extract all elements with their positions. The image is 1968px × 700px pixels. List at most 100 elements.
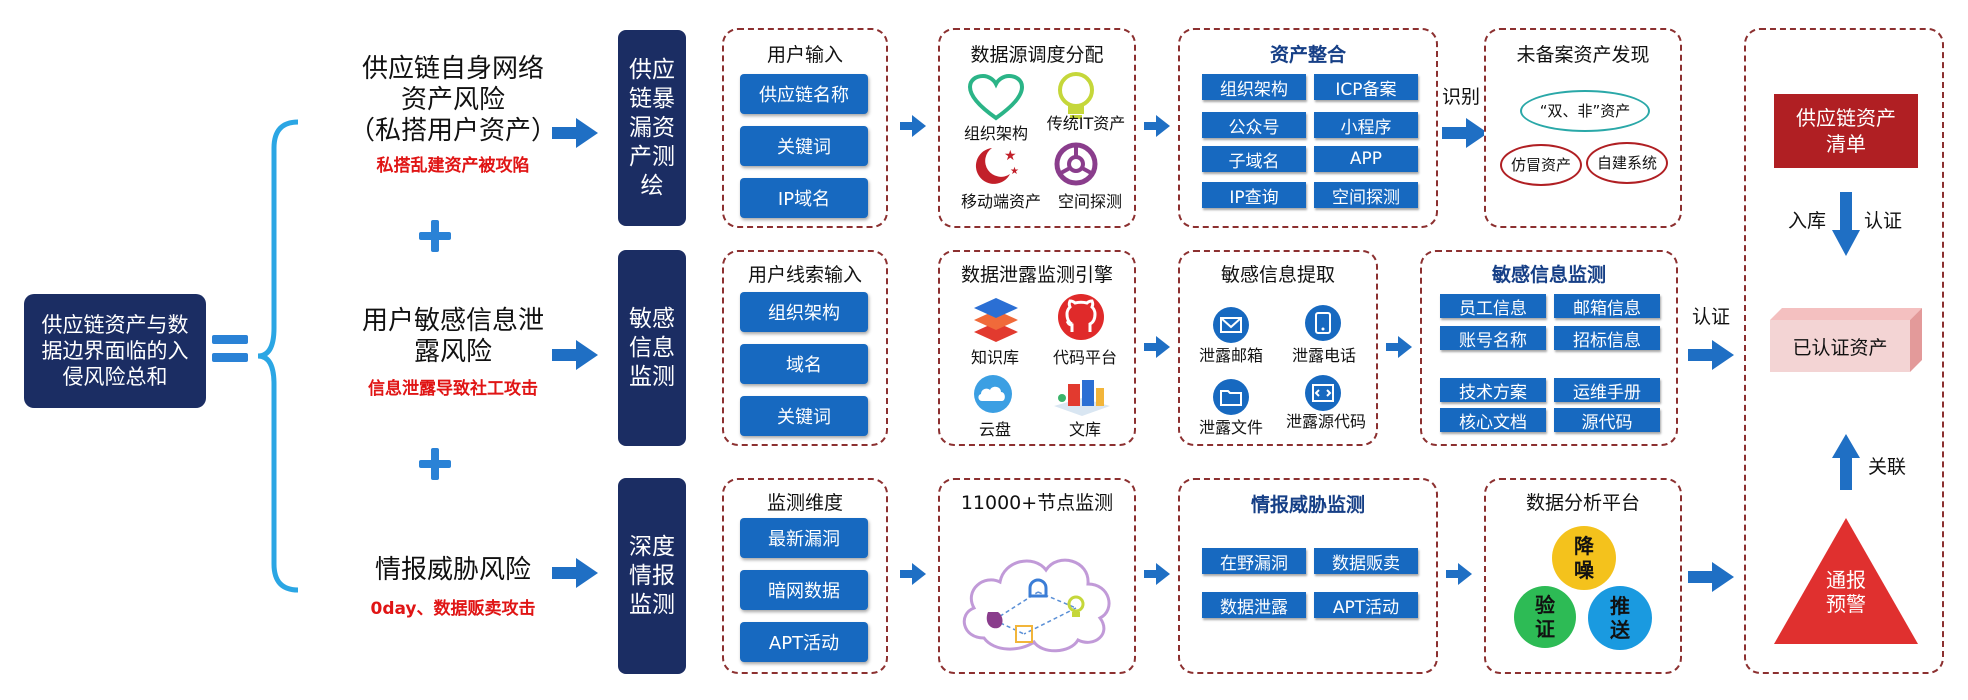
- panel-user-input: 用户输入 供应链名称 关键词 IP域名: [722, 28, 888, 228]
- dimension-item: APT活动: [740, 622, 868, 662]
- svg-text:★: ★: [1010, 166, 1019, 177]
- phone-icon: [1305, 305, 1341, 341]
- risk-1-title-line2: 资产风险: [400, 85, 505, 115]
- dimension-item: 暗网数据: [740, 570, 868, 610]
- counterfeit-asset-oval: 仿冒资产: [1500, 144, 1582, 186]
- risk-1: 供应链自身网络 资产风险 （私搭用户资产） 私搭乱建资产被攻陷: [300, 54, 606, 176]
- root-risk-box: 供应链资产与数据边界面临的入侵风险总和: [24, 294, 206, 408]
- sensitive-tag: 运维手册: [1554, 378, 1660, 403]
- icon-caption: 泄露源代码: [1285, 412, 1366, 431]
- store-label: 入库: [1788, 210, 1827, 232]
- alert-label: 通报预警: [1826, 568, 1866, 616]
- category-sensitive-monitoring-label: 敏感信息监测: [629, 305, 675, 390]
- panel-title: 未备案资产发现: [1516, 44, 1650, 66]
- self-built-system-oval: 自建系统: [1586, 142, 1668, 184]
- verify-label: 认证: [1692, 306, 1731, 328]
- risk-2-title-line1: 用户敏感信息泄: [361, 306, 544, 336]
- input-item: 关键词: [740, 126, 868, 166]
- risk-3-title: 情报威胁风险: [374, 555, 531, 585]
- asset-tag: ICP备案: [1314, 74, 1418, 100]
- link-label: 关联: [1868, 456, 1907, 478]
- sensitive-tag: 核心文档: [1440, 408, 1546, 433]
- alert-triangle: [1774, 518, 1918, 644]
- verify-circle-label: 验证: [1535, 593, 1555, 641]
- panel-asset-integration: 资产整合 组织架构 ICP备案 公众号 小程序 子域名 APP IP查询 空间探…: [1178, 28, 1438, 228]
- sensitive-tag: 招标信息: [1554, 326, 1660, 351]
- risk-3: 情报威胁风险 0day、数据贩卖攻击: [300, 555, 606, 619]
- arrow-right-icon: [900, 115, 926, 137]
- icon-caption: 云盘: [978, 420, 1011, 439]
- panel-title: 数据分析平台: [1525, 492, 1640, 514]
- arrow-up-icon: [1832, 434, 1860, 490]
- input-item: IP域名: [740, 178, 868, 218]
- identify-label: 识别: [1442, 86, 1481, 108]
- icon-caption: 代码平台: [1052, 348, 1117, 367]
- intel-tag: 数据贩卖: [1314, 548, 1418, 574]
- input-item: 供应链名称: [740, 74, 868, 114]
- panel-sensitive-extract: 敏感信息提取 泄露邮箱 泄露电话 泄露文件 泄露源代码: [1178, 250, 1378, 446]
- panel-title: 情报威胁监测: [1250, 494, 1365, 516]
- panel-title: 敏感信息监测: [1491, 264, 1606, 286]
- certified-box: [1770, 308, 1922, 372]
- network-ring-icon: [1054, 142, 1098, 186]
- icon-caption: 泄露电话: [1291, 346, 1356, 365]
- risk-3-subtitle: 0day、数据贩卖攻击: [370, 599, 536, 619]
- risk-2-subtitle: 信息泄露导致社工攻击: [368, 379, 538, 399]
- arrow-right-icon: [552, 340, 598, 370]
- panel-leak-engine: 数据泄露监测引擎 知识库 代码平台 云盘 文库: [938, 250, 1136, 446]
- push-label: 推送: [1610, 594, 1630, 642]
- root-risk-label: 供应链资产与数据边界面临的入侵风险总和: [41, 313, 189, 389]
- icon-caption: 移动端资产: [960, 192, 1041, 211]
- icon-caption: 文库: [1068, 420, 1101, 439]
- arrow-right-icon: [1144, 336, 1170, 358]
- arrow-right-icon: [552, 558, 598, 588]
- panel-title: 11000+节点监测: [960, 492, 1114, 514]
- lightbulb-icon: [1058, 72, 1094, 119]
- svg-text:★: ★: [1004, 148, 1017, 164]
- github-icon: [1058, 294, 1104, 340]
- panel-title: 监测维度: [766, 492, 843, 514]
- sensitive-tag: 源代码: [1554, 408, 1660, 433]
- icon-caption: 传统IT资产: [1046, 114, 1126, 133]
- denoise-label: 降噪: [1574, 534, 1594, 582]
- input-item: 关键词: [740, 396, 868, 436]
- asset-tag: IP查询: [1202, 182, 1306, 208]
- library-icon: [1054, 380, 1110, 416]
- arrow-right-icon: [900, 563, 926, 585]
- arrow-right-icon: [1442, 118, 1488, 148]
- panel-dispatch: 数据源调度分配 组织架构 传统IT资产 ★ ★ 移动端资产 空间探测: [938, 28, 1136, 228]
- intel-tag: APT活动: [1314, 592, 1418, 618]
- sensitive-tag: 技术方案: [1440, 378, 1546, 403]
- panel-title: 数据源调度分配: [970, 44, 1104, 66]
- icon-caption: 知识库: [970, 348, 1019, 367]
- arrow-right-icon: [1688, 340, 1734, 370]
- icon-caption: 泄露邮箱: [1198, 346, 1263, 365]
- inventory-box: 供应链资产清单: [1774, 94, 1918, 168]
- risk-1-title-line3: （私搭用户资产）: [348, 116, 557, 146]
- panel-sensitive-monitor: 敏感信息监测 员工信息 邮箱信息 账号名称 招标信息 技术方案 运维手册 核心文…: [1420, 250, 1678, 446]
- sensitive-tag: 账号名称: [1440, 326, 1546, 351]
- icon-caption: 组织架构: [963, 124, 1028, 143]
- category-deep-intel-label: 深度情报监测: [629, 533, 675, 618]
- panel-clue-input: 用户线索输入 组织架构 域名 关键词: [722, 250, 888, 446]
- risk-1-subtitle: 私搭乱建资产被攻陷: [376, 156, 530, 176]
- asset-tag: APP: [1314, 146, 1418, 172]
- arrow-right-icon: [1144, 115, 1170, 137]
- arrow-right-icon: [1386, 336, 1412, 358]
- left-brace-icon: [257, 119, 299, 593]
- folder-icon: [1213, 379, 1249, 415]
- intel-tag: 在野漏洞: [1202, 548, 1306, 574]
- moon-stars-icon: ★ ★: [975, 148, 1019, 184]
- certify-label: 认证: [1864, 210, 1903, 232]
- arrow-right-icon: [552, 118, 598, 148]
- panel-result: 供应链资产清单 入库 认证 已认证资产 关联 通报预警: [1744, 28, 1944, 674]
- icon-caption: 空间探测: [1057, 192, 1122, 211]
- panel-analysis-platform: 数据分析平台 降噪 验证 推送: [1484, 478, 1682, 674]
- dimension-item: 最新漏洞: [740, 518, 868, 558]
- icon-caption: 泄露文件: [1198, 418, 1263, 437]
- panel-unfiled-discovery: 未备案资产发现 “双、非”资产 仿冒资产 自建系统: [1484, 28, 1682, 228]
- panel-node-monitor: 11000+节点监测: [938, 478, 1136, 674]
- asset-tag: 空间探测: [1314, 182, 1418, 208]
- asset-tag: 小程序: [1314, 112, 1418, 138]
- heart-icon: [967, 74, 1025, 121]
